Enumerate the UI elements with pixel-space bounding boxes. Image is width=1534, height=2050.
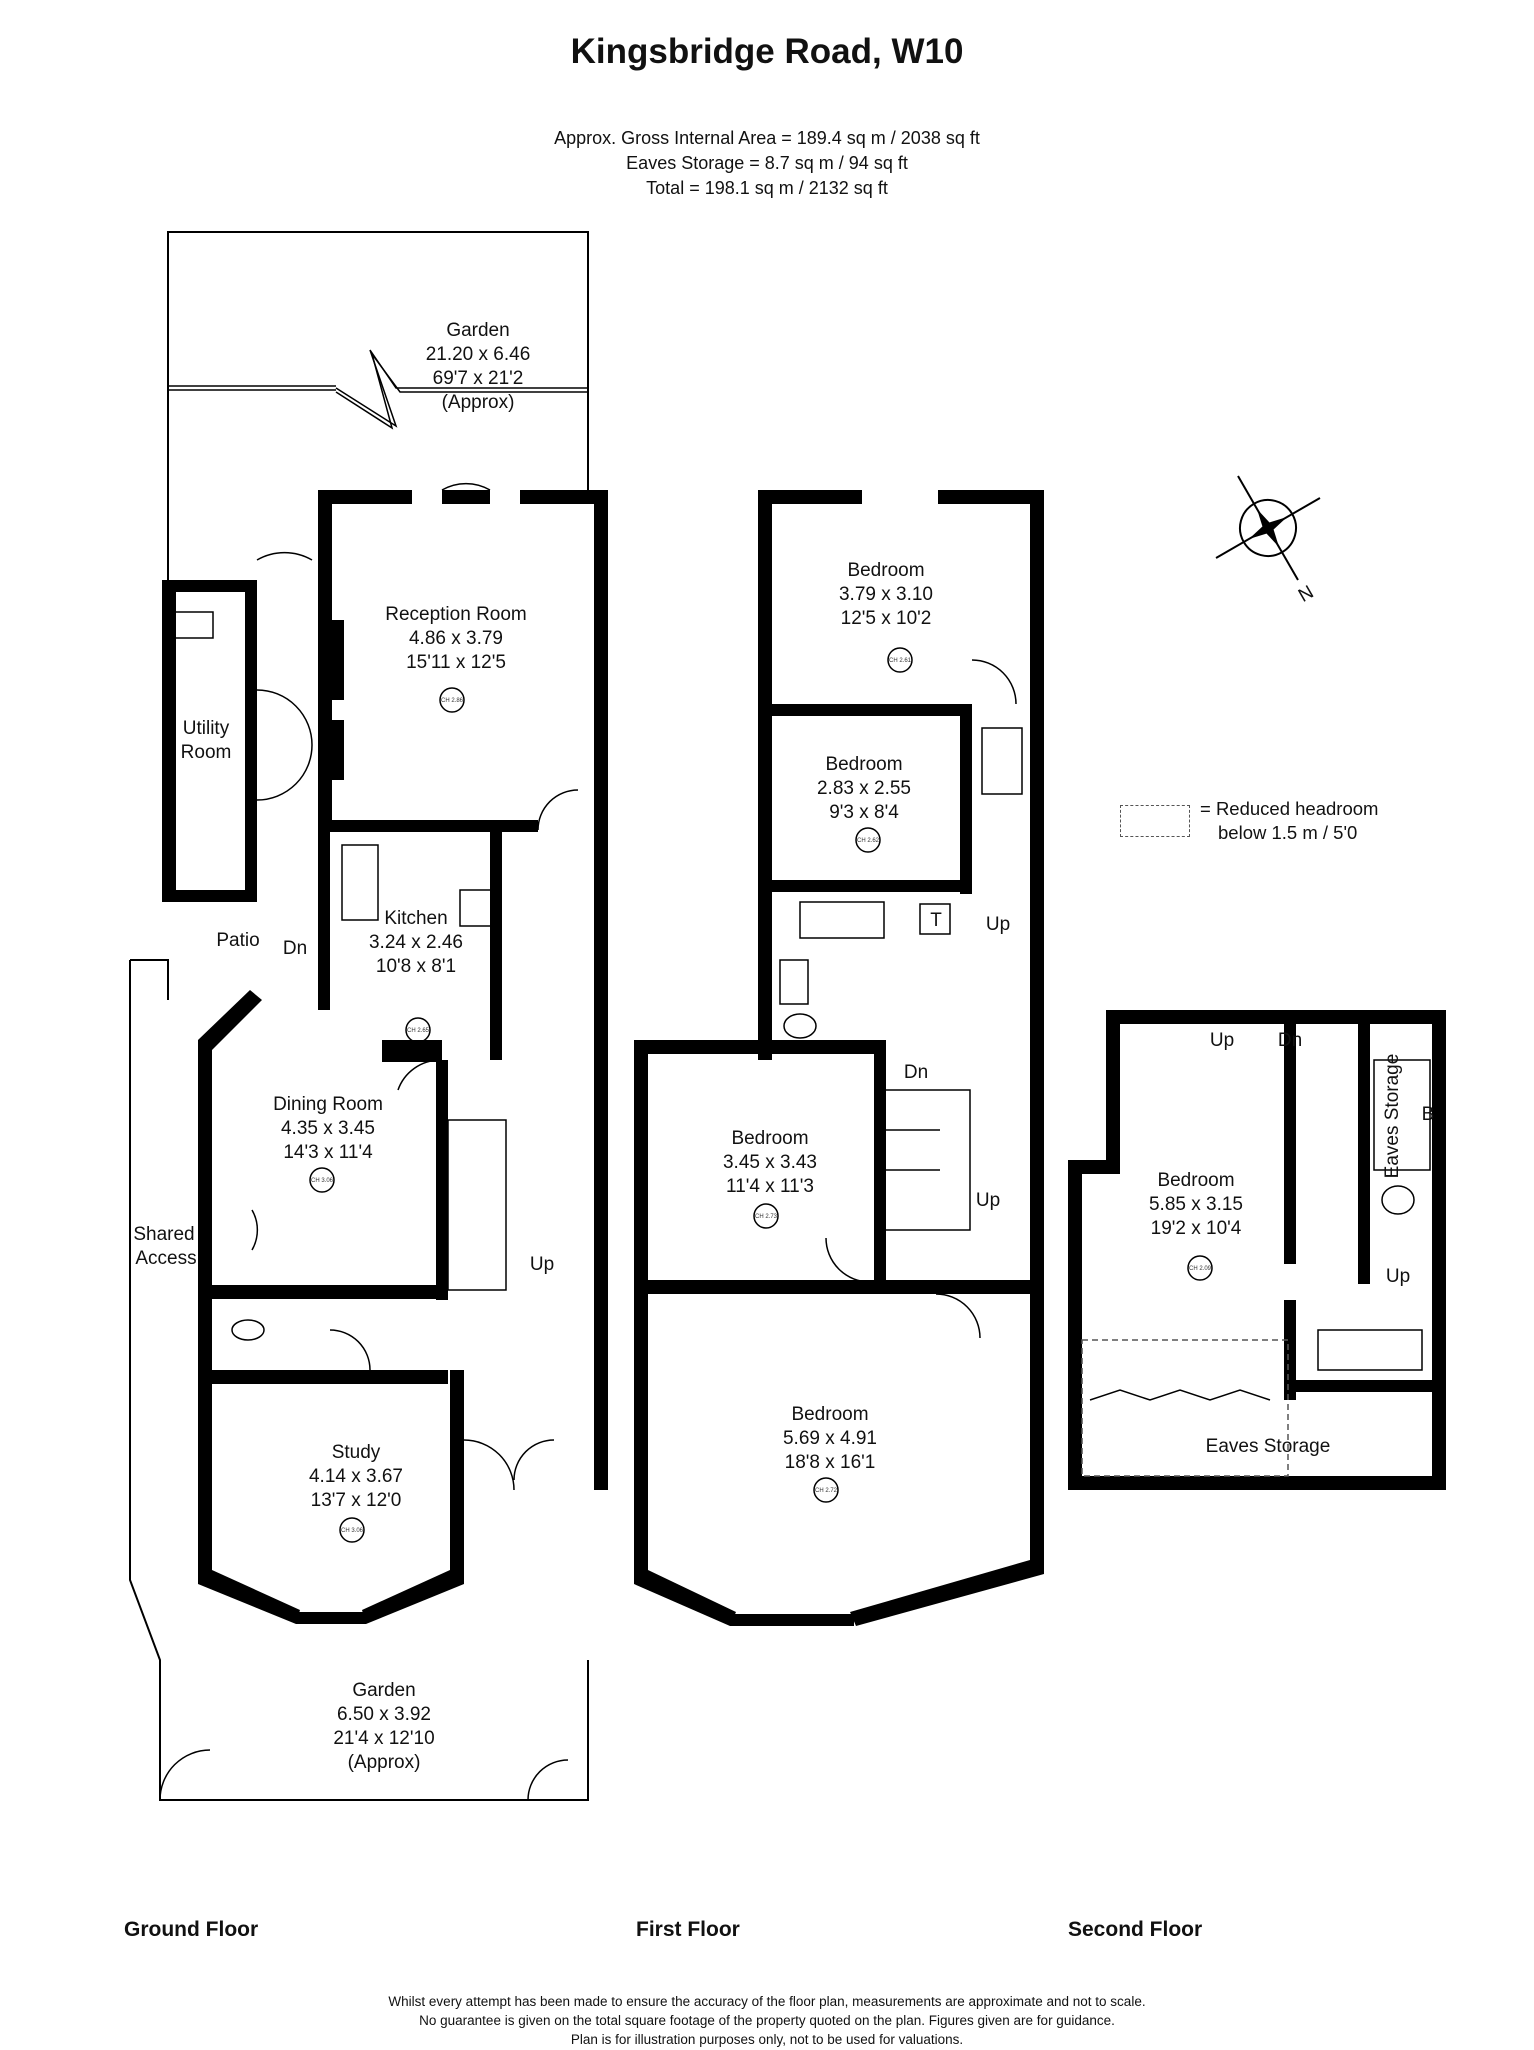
first-up2-label: Up	[976, 1190, 1000, 1211]
study-name: Study	[332, 1442, 381, 1463]
kitchen-metric: 3.24 x 2.46	[369, 932, 463, 953]
disclaimer-line3: Plan is for illustration purposes only, …	[570, 2032, 964, 2047]
second-up2-label: Up	[1386, 1266, 1410, 1287]
bed3-imperial: 11'4 x 11'3	[726, 1176, 814, 1197]
rear-garden-boundary	[167, 231, 589, 590]
total-area: Total = 198.1 sq m / 2132 sq ft	[646, 178, 888, 198]
compass-icon: N	[1215, 475, 1321, 607]
first-floor-label: First Floor	[636, 1918, 740, 1941]
bed3-metric: 3.45 x 3.43	[723, 1152, 817, 1173]
legend-line1: = Reduced headroom	[1200, 798, 1379, 819]
disclaimer: Whilst every attempt has been made to en…	[0, 1992, 1534, 2049]
disclaimer-line2: No guarantee is given on the total squar…	[419, 2013, 1115, 2028]
second-bed-ch: CH 2.09	[1189, 1266, 1212, 1272]
utility-name-2: Room	[181, 742, 232, 763]
bed3-name: Bedroom	[731, 1128, 808, 1149]
bed1-ch: CH 2.61	[889, 658, 912, 664]
bed1-metric: 3.79 x 3.10	[839, 584, 933, 605]
kitchen-imperial: 10'8 x 8'1	[376, 956, 456, 977]
first-dn-label: Dn	[904, 1062, 928, 1083]
ground-dn-label: Dn	[283, 938, 307, 959]
second-bed-metric: 5.85 x 3.15	[1149, 1194, 1243, 1215]
shared-access-2: Access	[135, 1248, 196, 1269]
ground-floor-plan: Garden 21.20 x 6.46 69'7 x 21'2 (Approx)…	[129, 231, 608, 1801]
rear-garden-name: Garden	[446, 320, 509, 341]
second-floor-plan: Up Dn Eaves Storage B Bedroom 5.85 x 3.1…	[1068, 1010, 1446, 1490]
front-garden-metric: 6.50 x 3.92	[337, 1704, 431, 1725]
ground-up-label: Up	[530, 1254, 554, 1275]
reception-imperial: 15'11 x 12'5	[406, 652, 506, 673]
disclaimer-line1: Whilst every attempt has been made to en…	[388, 1994, 1146, 2009]
bed2-imperial: 9'3 x 8'4	[829, 802, 899, 823]
second-bed-imperial: 19'2 x 10'4	[1151, 1218, 1242, 1239]
reception-metric: 4.86 x 3.79	[409, 628, 503, 649]
utility-name-1: Utility	[183, 718, 230, 739]
bed1-name: Bedroom	[847, 560, 924, 581]
study-imperial: 13'7 x 12'0	[311, 1490, 402, 1511]
kitchen-name: Kitchen	[384, 908, 447, 929]
front-garden-note: (Approx)	[348, 1752, 421, 1773]
eaves-side-label: Eaves Storage	[1382, 1054, 1403, 1179]
reception-name: Reception Room	[385, 604, 527, 625]
bed3-ch: CH 2.73	[755, 1214, 778, 1220]
second-up-label: Up	[1210, 1030, 1234, 1051]
first-up-label: Up	[986, 914, 1010, 935]
study-ch: CH 3.06	[341, 1528, 364, 1534]
reception-ch: CH 2.86	[441, 698, 464, 704]
rear-garden-metric: 21.20 x 6.46	[426, 344, 531, 365]
dining-metric: 4.35 x 3.45	[281, 1118, 375, 1139]
front-garden-imperial: 21'4 x 12'10	[333, 1728, 434, 1749]
compass-north-label: N	[1295, 582, 1317, 607]
bed4-name: Bedroom	[791, 1404, 868, 1425]
legend-dashed-box	[1120, 805, 1190, 837]
second-bed-name: Bedroom	[1157, 1170, 1234, 1191]
area-summary: Approx. Gross Internal Area = 189.4 sq m…	[0, 126, 1534, 201]
study-metric: 4.14 x 3.67	[309, 1466, 403, 1487]
dining-ch: CH 3.06	[311, 1178, 334, 1184]
rear-garden-note: (Approx)	[442, 392, 515, 413]
second-dn-label: Dn	[1278, 1030, 1302, 1051]
page-title: Kingsbridge Road, W10	[570, 32, 964, 71]
eaves-bottom-label: Eaves Storage	[1206, 1436, 1331, 1457]
bed4-ch: CH 2.72	[815, 1488, 838, 1494]
second-floor-label: Second Floor	[1068, 1918, 1203, 1941]
eaves-area: Eaves Storage = 8.7 sq m / 94 sq ft	[626, 153, 908, 173]
boiler-label: B	[1422, 1104, 1435, 1125]
patio-label: Patio	[216, 930, 259, 951]
bed4-metric: 5.69 x 4.91	[783, 1428, 877, 1449]
first-floor-plan: Bedroom 3.79 x 3.10 12'5 x 10'2 CH 2.61 …	[634, 490, 1044, 1626]
bed1-imperial: 12'5 x 10'2	[841, 608, 932, 629]
dining-imperial: 14'3 x 11'4	[283, 1142, 373, 1163]
legend-text: = Reduced headroom below 1.5 m / 5'0	[1200, 797, 1378, 845]
bed2-name: Bedroom	[825, 754, 902, 775]
kitchen-ch: CH 2.65	[407, 1028, 430, 1034]
dining-name: Dining Room	[273, 1094, 383, 1115]
rear-garden-imperial: 69'7 x 21'2	[433, 368, 524, 389]
legend-line2: below 1.5 m / 5'0	[1218, 822, 1358, 843]
shared-access-1: Shared	[133, 1224, 194, 1245]
ground-floor-label: Ground Floor	[124, 1918, 259, 1941]
bed2-metric: 2.83 x 2.55	[817, 778, 911, 799]
bed4-imperial: 18'8 x 16'1	[785, 1452, 876, 1473]
first-t-label: T	[930, 910, 942, 931]
bed2-ch: CH 2.62	[857, 838, 880, 844]
front-garden-name: Garden	[352, 1680, 415, 1701]
gross-area: Approx. Gross Internal Area = 189.4 sq m…	[554, 128, 980, 148]
